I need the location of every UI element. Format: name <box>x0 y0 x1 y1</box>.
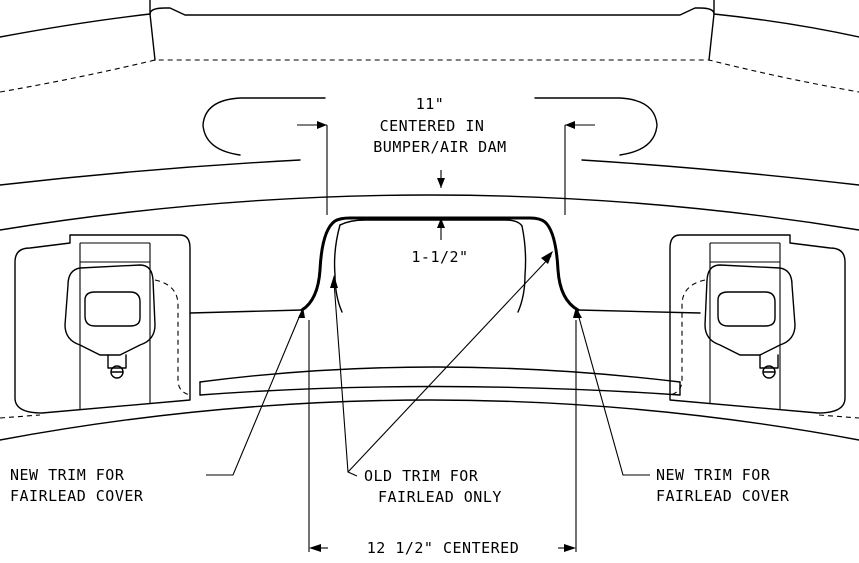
gap-dim-label: 1-1/2" <box>411 248 468 266</box>
left-callout-line2: FAIRLEAD COVER <box>10 487 144 505</box>
left-slot-opening <box>0 97 326 186</box>
top-dim-line2: CENTERED IN <box>380 117 485 135</box>
left-callout-line1: NEW TRIM FOR <box>10 466 125 484</box>
fairlead-cover-inner <box>339 219 523 227</box>
right-fairlead-mount <box>669 234 846 414</box>
bumper-top-edge <box>0 194 859 231</box>
bottom-dimension <box>308 320 577 552</box>
bumper-upper-outline <box>0 0 859 93</box>
right-callout-line2: FAIRLEAD COVER <box>656 487 790 505</box>
top-dimension <box>297 121 595 215</box>
bumper-lower-body <box>0 309 859 441</box>
bottom-dim-label: 12 1/2" CENTERED <box>367 539 520 557</box>
center-callout-line1: OLD TRIM FOR <box>364 467 479 485</box>
top-dim-line3: BUMPER/AIR DAM <box>373 138 506 156</box>
new-trim-profile <box>300 216 580 312</box>
center-callout-line2: FAIRLEAD ONLY <box>378 488 502 506</box>
leader-lines <box>206 251 650 477</box>
right-callout-line1: NEW TRIM FOR <box>656 466 771 484</box>
top-dim-line1: 11" <box>416 95 445 113</box>
left-fairlead-mount <box>14 234 191 414</box>
right-slot-opening <box>534 97 859 186</box>
gap-dimension <box>437 170 445 240</box>
